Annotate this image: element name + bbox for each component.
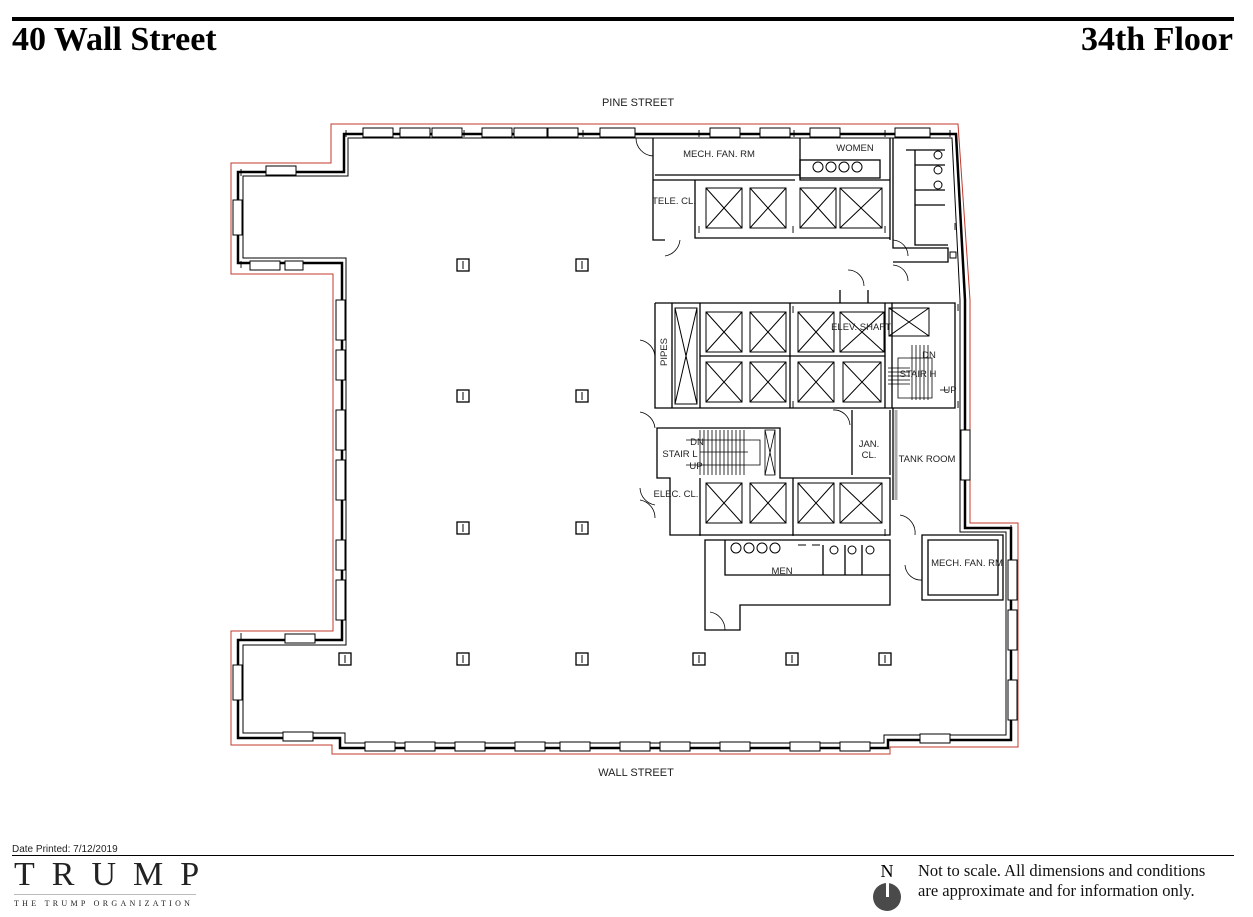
svg-text:I: I <box>954 222 957 233</box>
svg-text:I: I <box>792 225 795 236</box>
property-line <box>230 123 1019 755</box>
perimeter-columns: I I I I I I I I I I I I I I I I I I <box>240 129 1013 667</box>
date-printed: Date Printed: 7/12/2019 <box>12 844 118 855</box>
doors-north <box>635 137 909 287</box>
svg-text:I: I <box>884 225 887 236</box>
interior-column-marks <box>344 261 886 663</box>
room-label-mech-fan-rm-south: MECH. FAN. RM <box>931 558 1003 569</box>
room-label-pipes: PIPES <box>659 338 670 366</box>
svg-text:I: I <box>345 260 348 271</box>
disclaimer-line-1: Not to scale. All dimensions and conditi… <box>918 861 1206 880</box>
svg-text:I: I <box>699 400 702 411</box>
doors-south <box>639 339 923 631</box>
fixtures-women <box>812 150 957 259</box>
elevators-middle <box>674 307 930 405</box>
room-label-stair-h: STAIR H <box>900 369 937 380</box>
svg-text:I: I <box>345 522 348 533</box>
logo-divider <box>14 894 196 895</box>
room-label-stair-l: STAIR L <box>662 449 697 460</box>
room-label-elec-cl: ELEC. CL. <box>654 489 699 500</box>
trump-organization-logo: TRUMP THE TRUMP ORGANIZATION <box>14 858 200 908</box>
elevators-south <box>705 482 883 524</box>
core-north <box>652 138 949 263</box>
logo-wordmark: TRUMP <box>14 856 217 893</box>
room-label-jan-cl-1: JAN. <box>859 439 880 450</box>
svg-text:I: I <box>698 129 701 140</box>
building-title: 40 Wall Street <box>12 21 217 58</box>
windows-side <box>232 199 1018 721</box>
interior-columns <box>338 258 892 666</box>
room-label-stair-l-dn: DN <box>690 437 704 448</box>
fixtures-men <box>730 542 875 555</box>
svg-text:I: I <box>884 305 887 316</box>
room-label-women: WOMEN <box>836 143 874 154</box>
svg-text:I: I <box>792 400 795 411</box>
exterior-walls <box>236 132 1013 750</box>
disclaimer-line-2: are approximate and for information only… <box>918 881 1195 900</box>
svg-text:I: I <box>957 303 960 314</box>
core-south <box>656 408 1004 631</box>
svg-text:I: I <box>1005 656 1008 667</box>
svg-text:I: I <box>1010 524 1013 535</box>
street-label-south: WALL STREET <box>598 767 674 779</box>
core-middle <box>654 290 956 409</box>
footer-rule <box>12 855 1234 856</box>
street-label-north: PINE STREET <box>602 97 674 109</box>
room-label-stair-h-up: UP <box>943 385 956 396</box>
disclaimer: Not to scale. All dimensions and conditi… <box>918 861 1238 901</box>
svg-text:I: I <box>582 129 585 140</box>
svg-text:I: I <box>345 392 348 403</box>
room-label-tank-room: TANK ROOM <box>899 454 956 465</box>
elevators-north <box>705 187 883 229</box>
header-rule <box>12 17 1234 21</box>
logo-subtitle: THE TRUMP ORGANIZATION <box>14 899 194 908</box>
room-label-elev-shaft: ELEV. SHAFT <box>831 322 891 333</box>
svg-text:I: I <box>240 632 243 643</box>
svg-text:I: I <box>792 305 795 316</box>
svg-text:I: I <box>957 400 960 411</box>
room-label-mech-fan-rm-north: MECH. FAN. RM <box>683 149 755 160</box>
svg-text:I: I <box>699 305 702 316</box>
north-arrow: N <box>872 862 902 911</box>
svg-text:I: I <box>884 528 887 539</box>
stair-h <box>888 345 948 400</box>
svg-text:I: I <box>345 129 348 140</box>
floor-title: 34th Floor <box>1080 21 1233 58</box>
svg-text:I: I <box>793 129 796 140</box>
svg-text:I: I <box>463 129 466 140</box>
room-label-jan-cl-2: CL. <box>862 450 877 461</box>
svg-text:I: I <box>240 260 243 271</box>
svg-text:I: I <box>698 225 701 236</box>
room-label-tele-cl: TELE. CL. <box>652 196 696 207</box>
room-label-stair-l-up: UP <box>689 461 702 472</box>
room-label-men: MEN <box>771 566 792 577</box>
windows-south <box>282 633 951 752</box>
svg-text:I: I <box>884 129 887 140</box>
windows-north <box>249 127 931 271</box>
compass-icon <box>873 883 901 911</box>
svg-text:I: I <box>949 129 952 140</box>
room-label-stair-h-dn: DN <box>922 350 936 361</box>
svg-text:I: I <box>240 168 243 179</box>
stair-l <box>686 429 776 476</box>
svg-text:I: I <box>884 400 887 411</box>
north-label: N <box>880 861 894 881</box>
